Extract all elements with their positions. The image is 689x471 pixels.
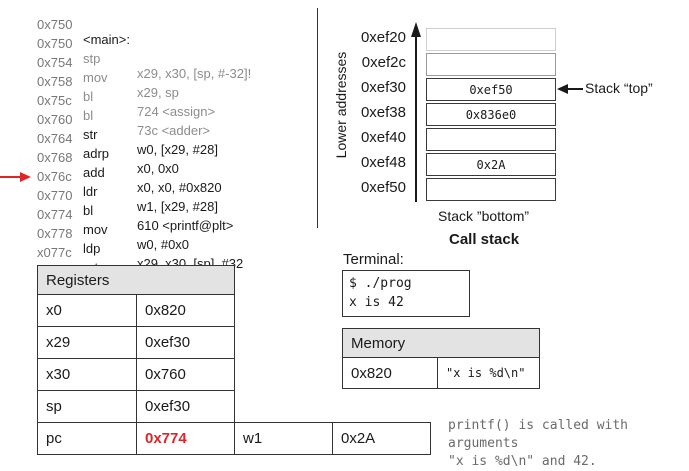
asm-mnemonic: mov [83, 222, 108, 237]
register-name: pc [37, 422, 137, 455]
asm-line: 0x760 str w0, [x29, #28] [37, 97, 218, 157]
memory-address: 0x820 [351, 365, 392, 382]
asm-line: 0x774 mov w0, #0x0 [37, 192, 189, 252]
terminal-line: $ ./prog [349, 276, 412, 291]
asm-address: 0x75c [37, 93, 72, 108]
register-value: 0x760 [136, 358, 235, 391]
asm-mnemonic: adrp [83, 146, 110, 161]
asm-line: 0x764 adrp x0, 0x0 [37, 116, 179, 176]
asm-operands: w1, [x29, #28] [137, 199, 218, 214]
register-value: 0x2A [332, 422, 431, 455]
asm-address: 0x764 [37, 131, 73, 146]
stack-address: 0xef2c [361, 54, 406, 71]
printf-note: printf() is called with arguments "x is … [448, 417, 689, 471]
asm-address: x077c [37, 245, 72, 260]
asm-operands: 73c <adder> [137, 123, 211, 138]
asm-address: 0x760 [37, 112, 73, 127]
asm-operands: 724 <assign> [137, 104, 216, 119]
asm-mnemonic: add [83, 165, 105, 180]
registers-header: Registers [37, 265, 235, 295]
asm-address: 0x778 [37, 226, 73, 241]
register-name: x30 [37, 358, 137, 391]
stack-address: 0xef20 [360, 29, 406, 46]
asm-operands: x0, x0, #0x820 [137, 180, 222, 195]
asm-line: 0x754 mov x29, sp [37, 40, 179, 100]
asm-address: 0x76c [37, 169, 72, 184]
asm-line: 0x768 add x0, x0, #0x820 [37, 135, 222, 195]
stack-slot: 0x836e0 [426, 103, 556, 126]
note-line: printf() is called with arguments [448, 418, 629, 451]
asm-address: 0x750 [37, 36, 73, 51]
stack-address: 0xef50 [360, 179, 406, 196]
asm-operands: x29, sp [137, 85, 179, 100]
stack-address: 0xef40 [360, 129, 406, 146]
call-stack-title: Call stack [449, 231, 520, 248]
asm-mnemonic: stp [83, 51, 101, 66]
stack-address: 0xef30 [360, 79, 406, 96]
left-arrow-icon [557, 84, 583, 94]
asm-line-current: 0x770 bl 610 <printf@plt> [37, 173, 233, 233]
stack-slot-top: 0xef50 [426, 78, 556, 101]
terminal-box: $ ./prog x is 42 [342, 270, 470, 317]
memory-title: Memory [351, 335, 406, 352]
register-value-pc: 0x774 [136, 422, 235, 455]
asm-address: 0x770 [37, 188, 73, 203]
terminal-title: Terminal: [343, 251, 404, 268]
stack-address: 0xef38 [360, 104, 406, 121]
stack-bottom-label: Stack ”bottom” [438, 208, 530, 224]
asm-operands: w0, #0x0 [137, 237, 190, 252]
terminal-line: x is 42 [349, 295, 404, 310]
asm-operands: x29, x30, [sp, #-32]! [137, 66, 252, 81]
register-name: x0 [37, 294, 137, 327]
asm-mnemonic: mov [83, 70, 108, 85]
asm-operands: w0, [x29, #28] [137, 142, 218, 157]
memory-value-cell: "x is %d\n" [437, 357, 540, 389]
asm-mnemonic: bl [83, 89, 94, 104]
register-name: sp [37, 390, 137, 423]
asm-mnemonic: ldr [83, 184, 98, 199]
register-name: x29 [37, 326, 137, 359]
asm-address: 0x750 [37, 17, 73, 32]
asm-line: 0x76c ldr w1, [x29, #28] [37, 154, 218, 214]
registers-title: Registers [46, 271, 110, 289]
asm-address: 0x758 [37, 74, 73, 89]
register-value: 0x820 [136, 294, 235, 327]
asm-address: 0x774 [37, 207, 73, 222]
stack-slot [426, 28, 556, 51]
register-name: w1 [234, 422, 333, 455]
stack-slot [426, 128, 556, 151]
register-value: 0xef30 [136, 390, 235, 423]
asm-label: <main>: [83, 32, 130, 47]
asm-line: 0x750 <main>: [37, 2, 130, 47]
asm-mnemonic: bl [83, 203, 94, 218]
asm-operands: x0, 0x0 [137, 161, 179, 176]
register-value: 0xef30 [136, 326, 235, 359]
asm-mnemonic: bl [83, 108, 94, 123]
memory-address-cell: 0x820 [342, 357, 438, 389]
up-arrow-icon [411, 22, 421, 202]
asm-mnemonic: str [83, 127, 98, 142]
asm-address: 0x754 [37, 55, 73, 70]
asm-line: 0x758 bl 724 <assign> [37, 59, 215, 119]
asm-operands: 610 <printf@plt> [137, 218, 234, 233]
asm-line: x077c ret [37, 230, 98, 275]
asm-line: 0x75c bl 73c <adder> [37, 78, 210, 138]
stack-top-label: Stack “top” [585, 80, 653, 96]
stack-slot [426, 178, 556, 201]
asm-line: 0x778 ldp x29, x30, [sp], #32 [37, 211, 243, 271]
stack-address: 0xef48 [360, 154, 406, 171]
asm-mnemonic: ldp [83, 241, 101, 256]
memory-header: Memory [342, 328, 540, 358]
asm-address: 0x768 [37, 150, 73, 165]
asm-line: 0x750 stp x29, x30, [sp, #-32]! [37, 21, 251, 81]
vertical-divider [317, 8, 318, 228]
current-instruction-arrow-icon [0, 172, 31, 182]
stack-slot [426, 53, 556, 76]
stack-slot: 0x2A [426, 153, 556, 176]
memory-value: "x is %d\n" [446, 366, 526, 380]
